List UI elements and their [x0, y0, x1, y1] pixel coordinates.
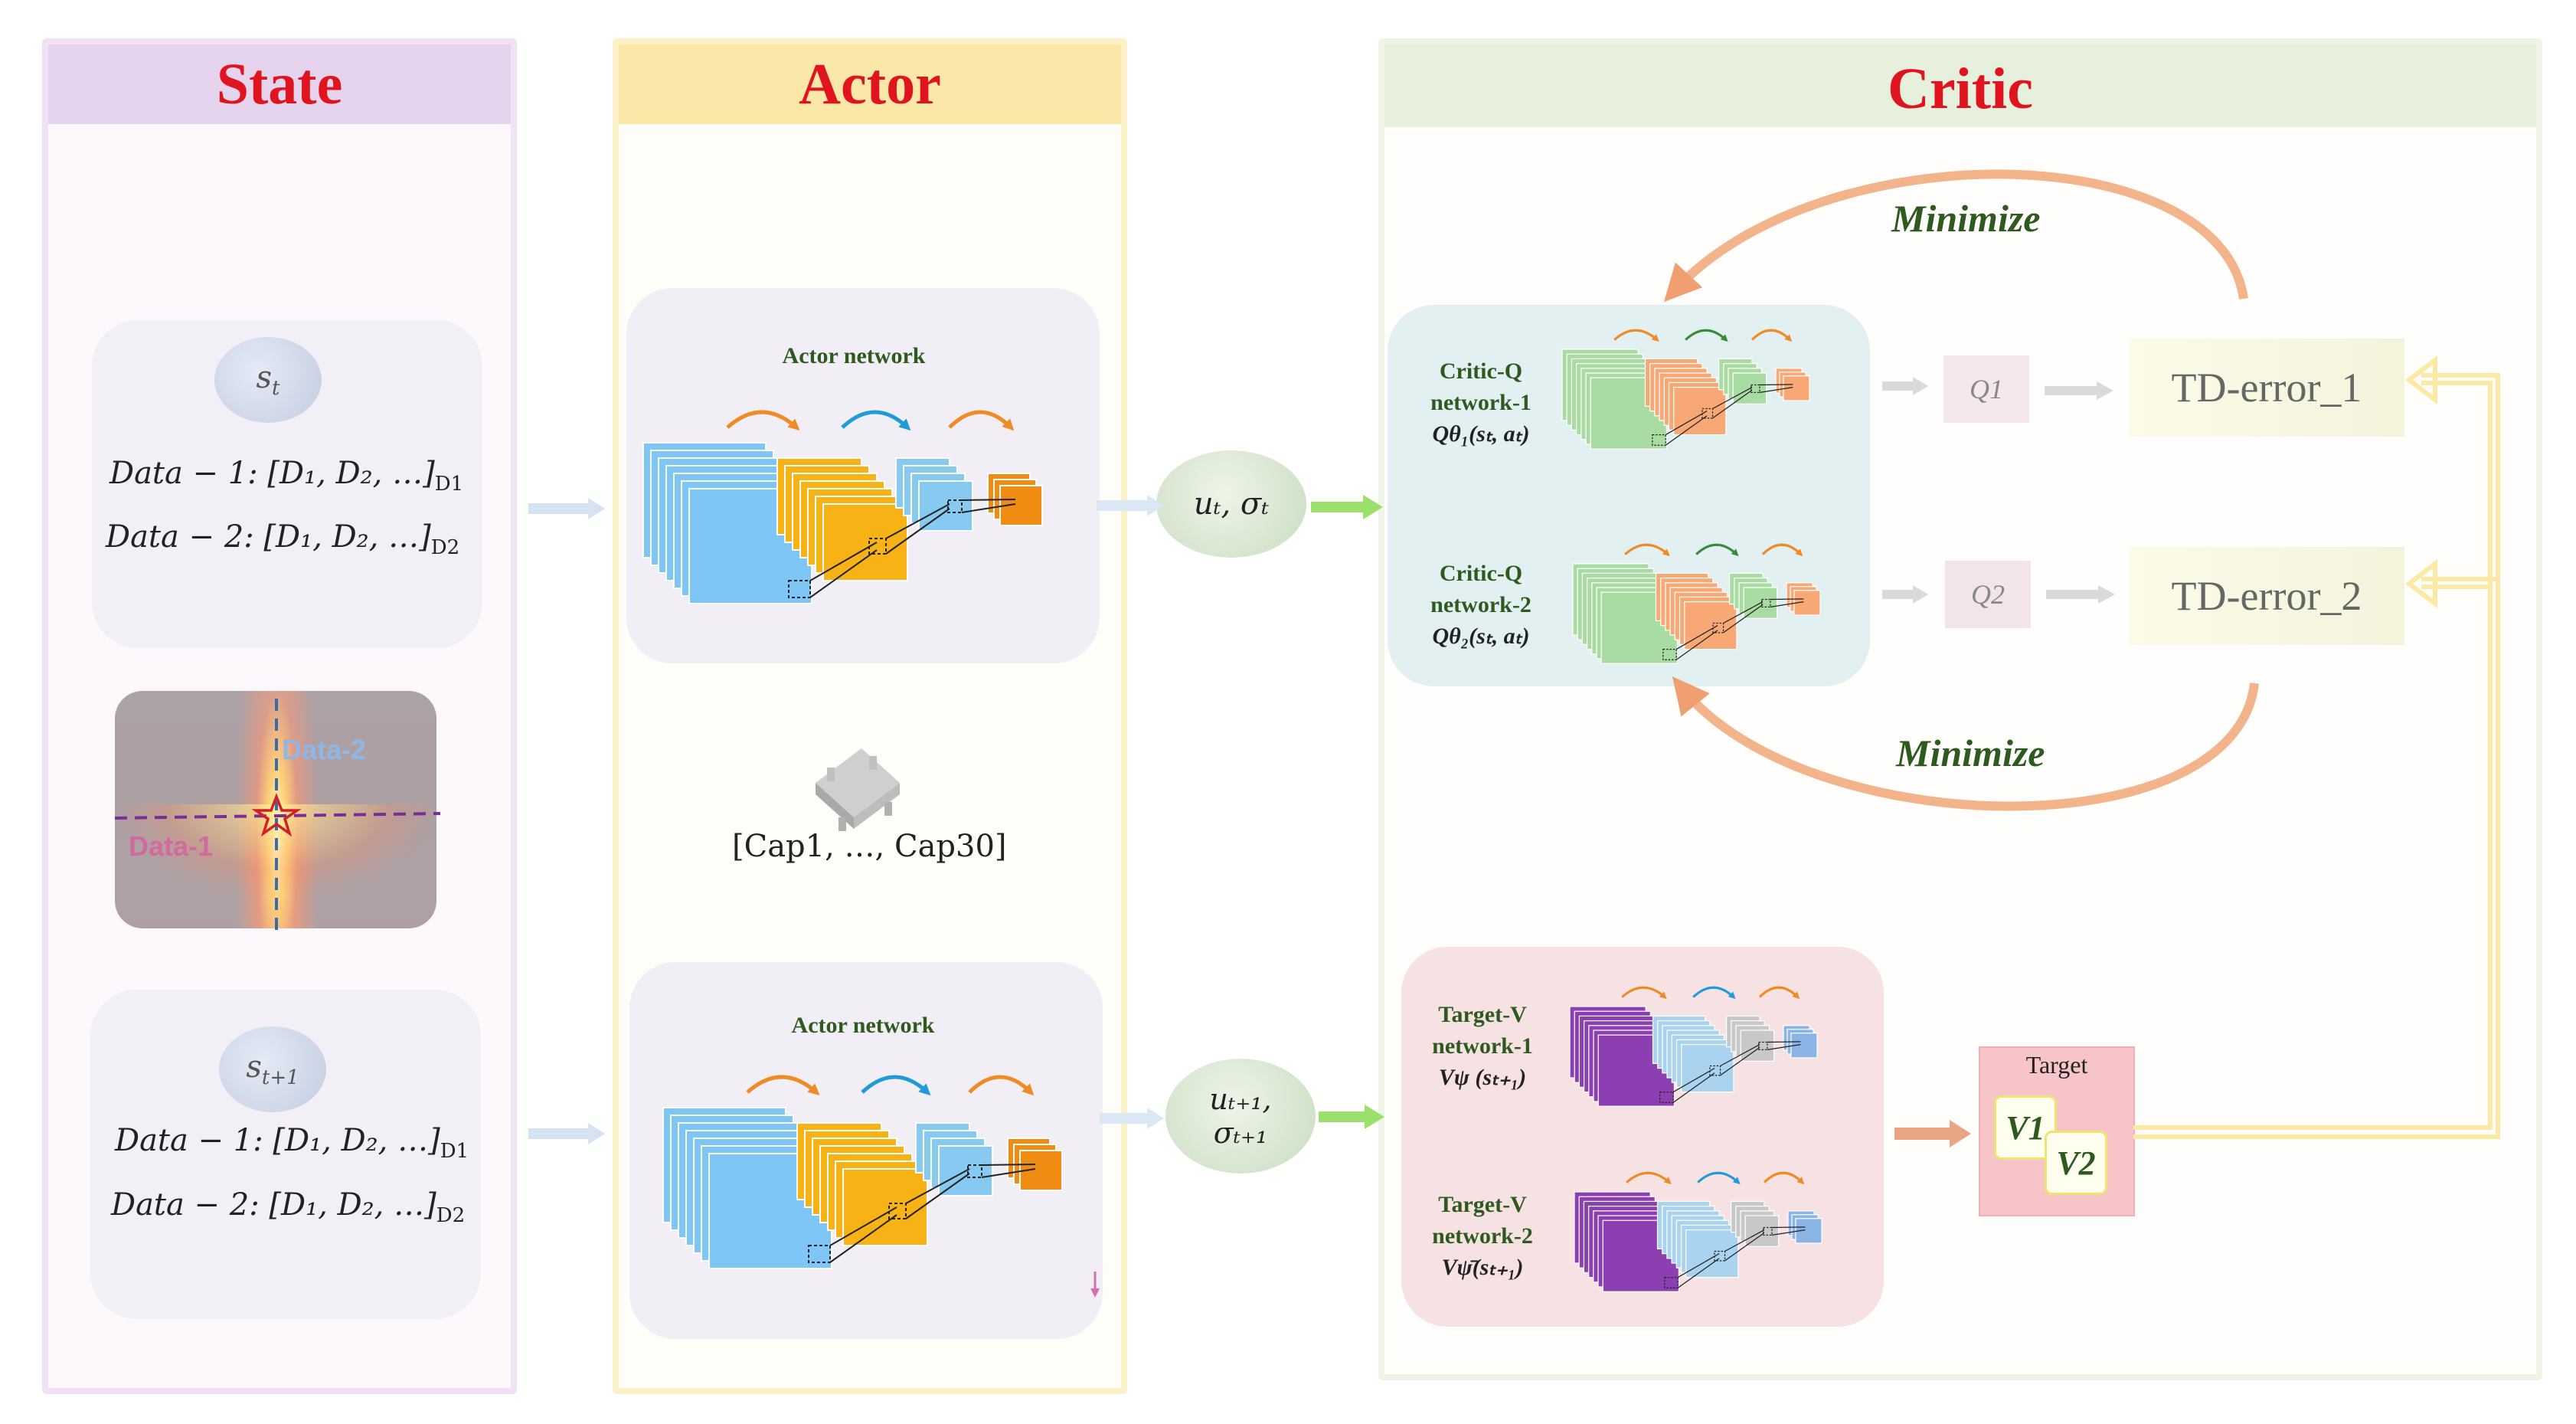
critic-q2-stack — [1572, 543, 1821, 664]
target-v1-stack — [1569, 986, 1818, 1107]
critic1-line1: Critic-Q — [1439, 358, 1523, 384]
td-error-2-box: TD-error_2 — [2129, 547, 2404, 645]
q2-box: Q2 — [1945, 561, 2031, 628]
v2-box: V2 — [2045, 1131, 2107, 1195]
target-box: Target V1 V2 — [1979, 1046, 2135, 1216]
map-label-data2: Data-2 — [282, 734, 367, 765]
critic2-line2: network-2 — [1430, 592, 1532, 617]
cap-vector: [Cap1, …, Cap30] — [732, 829, 1007, 864]
state-bottom-data1: Data − 1: [D₁, D₂, …]D1 — [115, 1123, 469, 1163]
state-bottom-data2: Data − 2: [D₁, D₂, …]D2 — [111, 1187, 465, 1227]
target1-line1: Target-V — [1438, 1002, 1527, 1027]
st1-symbol: s — [246, 1049, 262, 1085]
state-st1-node: st+1 — [219, 1026, 326, 1112]
td1-arrowhead — [2405, 355, 2437, 405]
actor-output-top: uₜ, σₜ — [1156, 450, 1306, 558]
state-header — [48, 44, 511, 124]
data1b-sub: D1 — [440, 1140, 469, 1163]
data2-text: Data − 2: [D₁, D₂, …] — [106, 519, 431, 555]
actor-network-bottom-label: Actor network — [791, 1013, 935, 1038]
minimize-top-arrow — [1663, 169, 2248, 303]
data2b-text: Data − 2: [D₁, D₂, …] — [111, 1187, 436, 1223]
critic-header — [1384, 44, 2536, 127]
st-symbol: s — [256, 360, 273, 395]
critic-q2-label: Critic-Q network-2 Qθ₂(sₜ, aₜ) — [1389, 558, 1573, 652]
target1-line2: network-1 — [1432, 1033, 1533, 1059]
v1-label: V1 — [2006, 1108, 2045, 1147]
q1-box: Q1 — [1943, 355, 2029, 423]
target-v2-stack — [1574, 1171, 1822, 1292]
minimize-bottom-label: Minimize — [1896, 732, 2045, 774]
actor-title: Actor — [799, 51, 941, 116]
critic2-line1: Critic-Q — [1439, 561, 1523, 586]
state-st-node: st — [214, 337, 322, 423]
critic2-line3: Qθ₂(sₜ, aₜ) — [1432, 624, 1530, 649]
critic1-line2: network-1 — [1430, 390, 1532, 415]
q2-label: Q2 — [1971, 579, 2005, 610]
output-bottom-line1: uₜ₊₁, — [1209, 1082, 1272, 1116]
target2-line1: Target-V — [1438, 1192, 1527, 1217]
critic1-line3: Qθ₁(sₜ, aₜ) — [1432, 421, 1530, 447]
actor-network-top-stack — [642, 410, 1043, 604]
minimize-bottom-arrow — [1672, 676, 2259, 811]
target2-line2: network-2 — [1432, 1223, 1533, 1249]
data2b-sub: D2 — [436, 1204, 466, 1227]
state-top-data1: Data − 1: [D₁, D₂, …]D1 — [110, 456, 463, 496]
data2-sub: D2 — [430, 536, 460, 559]
td2-arrowhead — [2405, 558, 2437, 609]
st1-subscript: t+1 — [261, 1066, 299, 1089]
output-top-text: uₜ, σₜ — [1193, 486, 1270, 522]
v2-label: V2 — [2056, 1144, 2096, 1182]
critic-title: Critic — [1888, 56, 2033, 121]
target2-line3: Vψ̄(sₜ₊₁) — [1441, 1255, 1524, 1280]
critic-q1-stack — [1561, 329, 1810, 450]
td-error-2-label: TD-error_2 — [2171, 573, 2362, 619]
st-subscript: t — [272, 377, 280, 400]
actor-network-top-label: Actor network — [782, 343, 926, 368]
target-v1-label: Target-V network-1 Vψ (sₜ₊₁) — [1391, 999, 1574, 1093]
output-bottom-line2: σₜ₊₁ — [1213, 1116, 1268, 1150]
data1-text: Data − 1: [D₁, D₂, …] — [110, 456, 435, 491]
actor-output-bottom: uₜ₊₁, σₜ₊₁ — [1165, 1059, 1316, 1174]
td-error-1-label: TD-error_1 — [2171, 365, 2362, 411]
target1-line3: Vψ (sₜ₊₁) — [1438, 1065, 1527, 1090]
data1b-text: Data − 1: [D₁, D₂, …] — [115, 1123, 440, 1158]
td-error-1-box: TD-error_1 — [2129, 339, 2404, 437]
minimize-top-label: Minimize — [1891, 197, 2041, 240]
target-v2-label: Target-V network-2 Vψ̄(sₜ₊₁) — [1391, 1189, 1574, 1283]
actor-network-bottom-stack — [662, 1075, 1063, 1269]
map-label-data1: Data-1 — [129, 830, 214, 862]
target-box-label: Target — [2025, 1051, 2088, 1079]
q1-label: Q1 — [1970, 374, 2003, 404]
state-top-data2: Data − 2: [D₁, D₂, …]D2 — [106, 519, 459, 559]
critic-q1-label: Critic-Q network-1 Qθ₁(sₜ, aₜ) — [1389, 355, 1573, 450]
state-title: State — [216, 51, 343, 116]
data1-sub: D1 — [434, 473, 464, 496]
actor-header — [619, 44, 1121, 124]
